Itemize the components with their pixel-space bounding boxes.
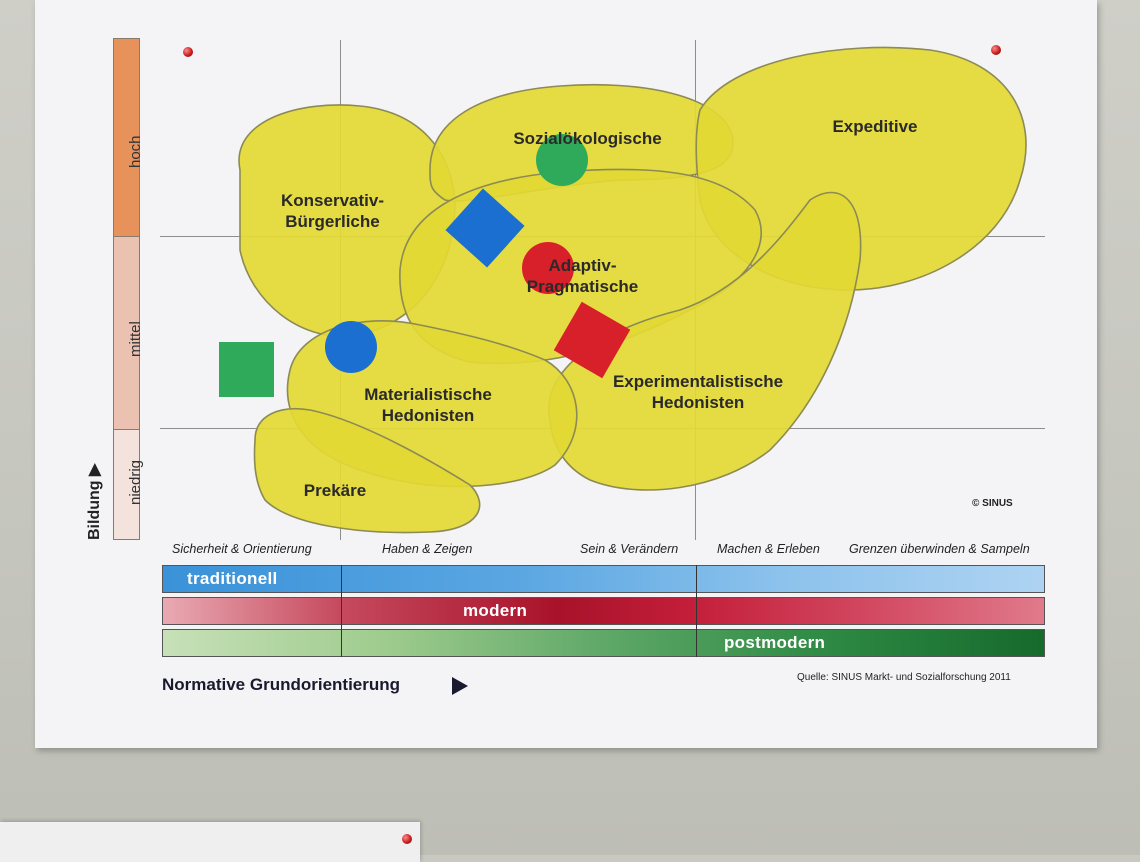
milieu-label-adaptiv: Adaptiv-Pragmatische <box>526 256 639 296</box>
bar-postmodern: postmodern <box>162 629 1045 657</box>
category-label: Haben & Zeigen <box>382 542 473 556</box>
bar-modern: modern <box>162 597 1045 625</box>
category-label: Grenzen überwinden & Sampeln <box>849 542 1030 556</box>
blue-square-marker <box>445 188 525 268</box>
category-label: Sein & Verändern <box>580 542 679 556</box>
green-circle-marker <box>536 134 588 186</box>
xaxis-title: Normative Grundorientierung <box>162 675 401 694</box>
category-label: Sicherheit & Orientierung <box>172 542 312 556</box>
milieu-label-prekaere: Prekäre <box>303 481 367 500</box>
copyright-label: © SINUS <box>972 498 1013 509</box>
red-circle-marker <box>522 242 574 294</box>
pushpin-icon <box>183 47 193 57</box>
blue-circle-marker <box>325 321 377 373</box>
milieu-label-sozialoekologisch: Sozialökologische <box>513 129 662 148</box>
source-label: Quelle: SINUS Markt- und Sozialforschung… <box>797 672 1011 683</box>
bar-divider <box>341 565 342 657</box>
bar-label: traditionell <box>187 569 278 588</box>
green-square-marker <box>219 342 274 397</box>
bar-traditionell: traditionell <box>162 565 1045 593</box>
blob-prekaere <box>253 408 481 534</box>
yaxis-mittel-segment <box>113 236 140 430</box>
milieu-label-expeditive: Expeditive <box>832 117 918 136</box>
pushpin-icon <box>402 834 412 844</box>
red-square-marker <box>553 301 631 379</box>
blob-experimentalistisch <box>548 191 862 491</box>
arrow-right-icon <box>452 677 468 695</box>
yaxis-niedrig-segment <box>113 429 140 540</box>
bar-label: modern <box>463 601 528 620</box>
category-label: Machen & Erleben <box>717 542 820 556</box>
bar-label: postmodern <box>724 633 826 652</box>
pushpin-icon <box>991 45 1001 55</box>
milieu-label-konservativ: Konservativ-Bürgerliche <box>281 191 384 231</box>
bar-divider <box>696 565 697 657</box>
